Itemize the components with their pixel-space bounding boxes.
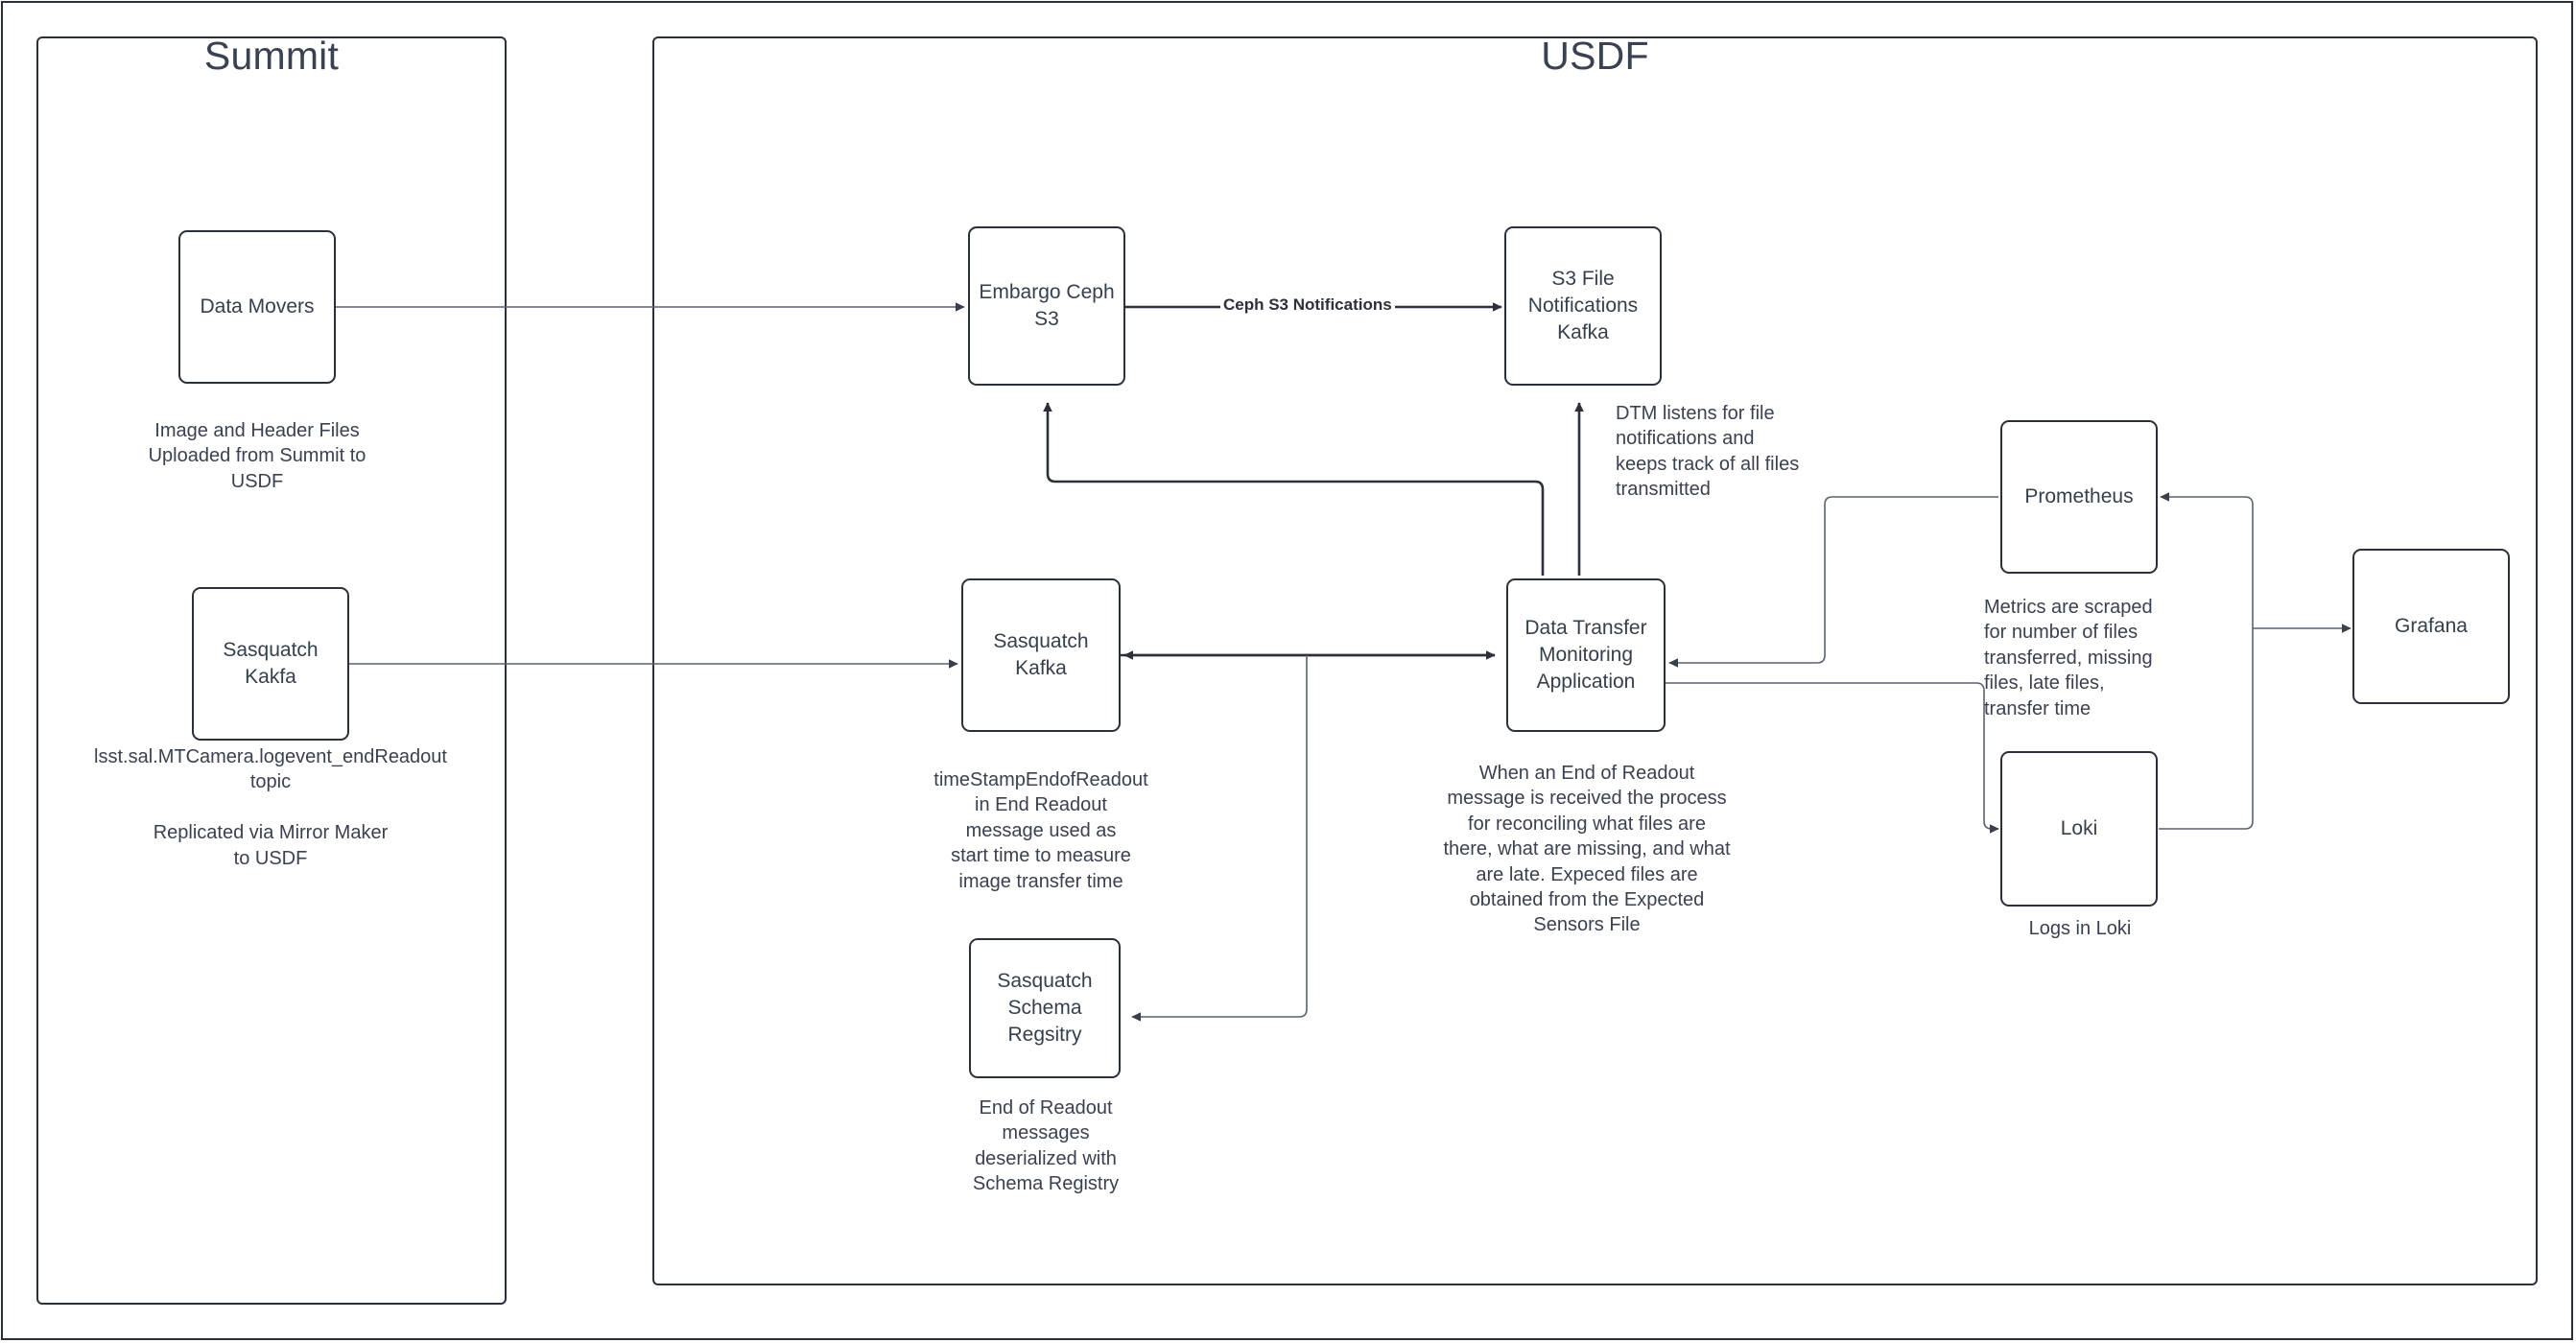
node-sasquatch-kafka-summit-label: Sasquatch Kakfa xyxy=(223,639,319,688)
caption-dtm-listens: DTM listens for file notifications and k… xyxy=(1616,403,1800,501)
usdf-title: USDF xyxy=(1541,34,1649,78)
node-grafana-label: Grafana xyxy=(2395,615,2468,638)
node-data-movers-label: Data Movers xyxy=(200,295,315,318)
node-sasquatch-kafka-usdf-label: Sasquatch Kafka xyxy=(993,630,1089,679)
node-s3-file-notifications-kafka-label: S3 File Notifications Kafka xyxy=(1527,268,1639,343)
caption-dtm-process: When an End of Readout message is receiv… xyxy=(1443,763,1731,936)
region-summit xyxy=(36,36,507,1305)
edge-label-ceph-s3-notifications: Ceph S3 Notifications xyxy=(1220,295,1395,315)
region-usdf xyxy=(652,36,2538,1285)
node-prometheus[interactable]: Prometheus xyxy=(2000,420,2158,574)
node-embargo-ceph-s3[interactable]: Embargo Ceph S3 xyxy=(968,226,1125,386)
caption-sasquatch-kafka-usdf: timeStampEndofReadout in End Readout mes… xyxy=(934,769,1148,892)
node-dtm-label: Data Transfer Monitoring Application xyxy=(1524,617,1647,693)
summit-title: Summit xyxy=(203,34,340,78)
node-s3-file-notifications-kafka[interactable]: S3 File Notifications Kafka xyxy=(1504,226,1662,386)
caption-data-movers: Image and Header Files Uploaded from Sum… xyxy=(148,420,366,492)
node-sasquatch-schema-registry[interactable]: Sasquatch Schema Regsitry xyxy=(969,938,1121,1078)
node-embargo-ceph-s3-label: Embargo Ceph S3 xyxy=(979,281,1115,330)
node-grafana[interactable]: Grafana xyxy=(2352,549,2510,704)
caption-loki: Logs in Loki xyxy=(2028,918,2132,939)
node-schema-registry-label: Sasquatch Schema Regsitry xyxy=(997,970,1093,1046)
caption-schema-registry: End of Readout messages deserialized wit… xyxy=(972,1097,1120,1195)
node-loki[interactable]: Loki xyxy=(2000,751,2158,907)
node-prometheus-label: Prometheus xyxy=(2024,485,2134,508)
node-data-transfer-monitoring-application[interactable]: Data Transfer Monitoring Application xyxy=(1506,578,1666,732)
caption-sasquatch-kafka-summit: lsst.sal.MTCamera.logevent_endReadout to… xyxy=(94,746,447,869)
node-sasquatch-kafka-usdf[interactable]: Sasquatch Kafka xyxy=(961,578,1121,732)
node-data-movers[interactable]: Data Movers xyxy=(178,230,336,384)
node-sasquatch-kafka-summit[interactable]: Sasquatch Kakfa xyxy=(192,587,349,741)
node-loki-label: Loki xyxy=(2060,817,2098,840)
caption-prometheus: Metrics are scraped for number of files … xyxy=(1984,597,2153,719)
